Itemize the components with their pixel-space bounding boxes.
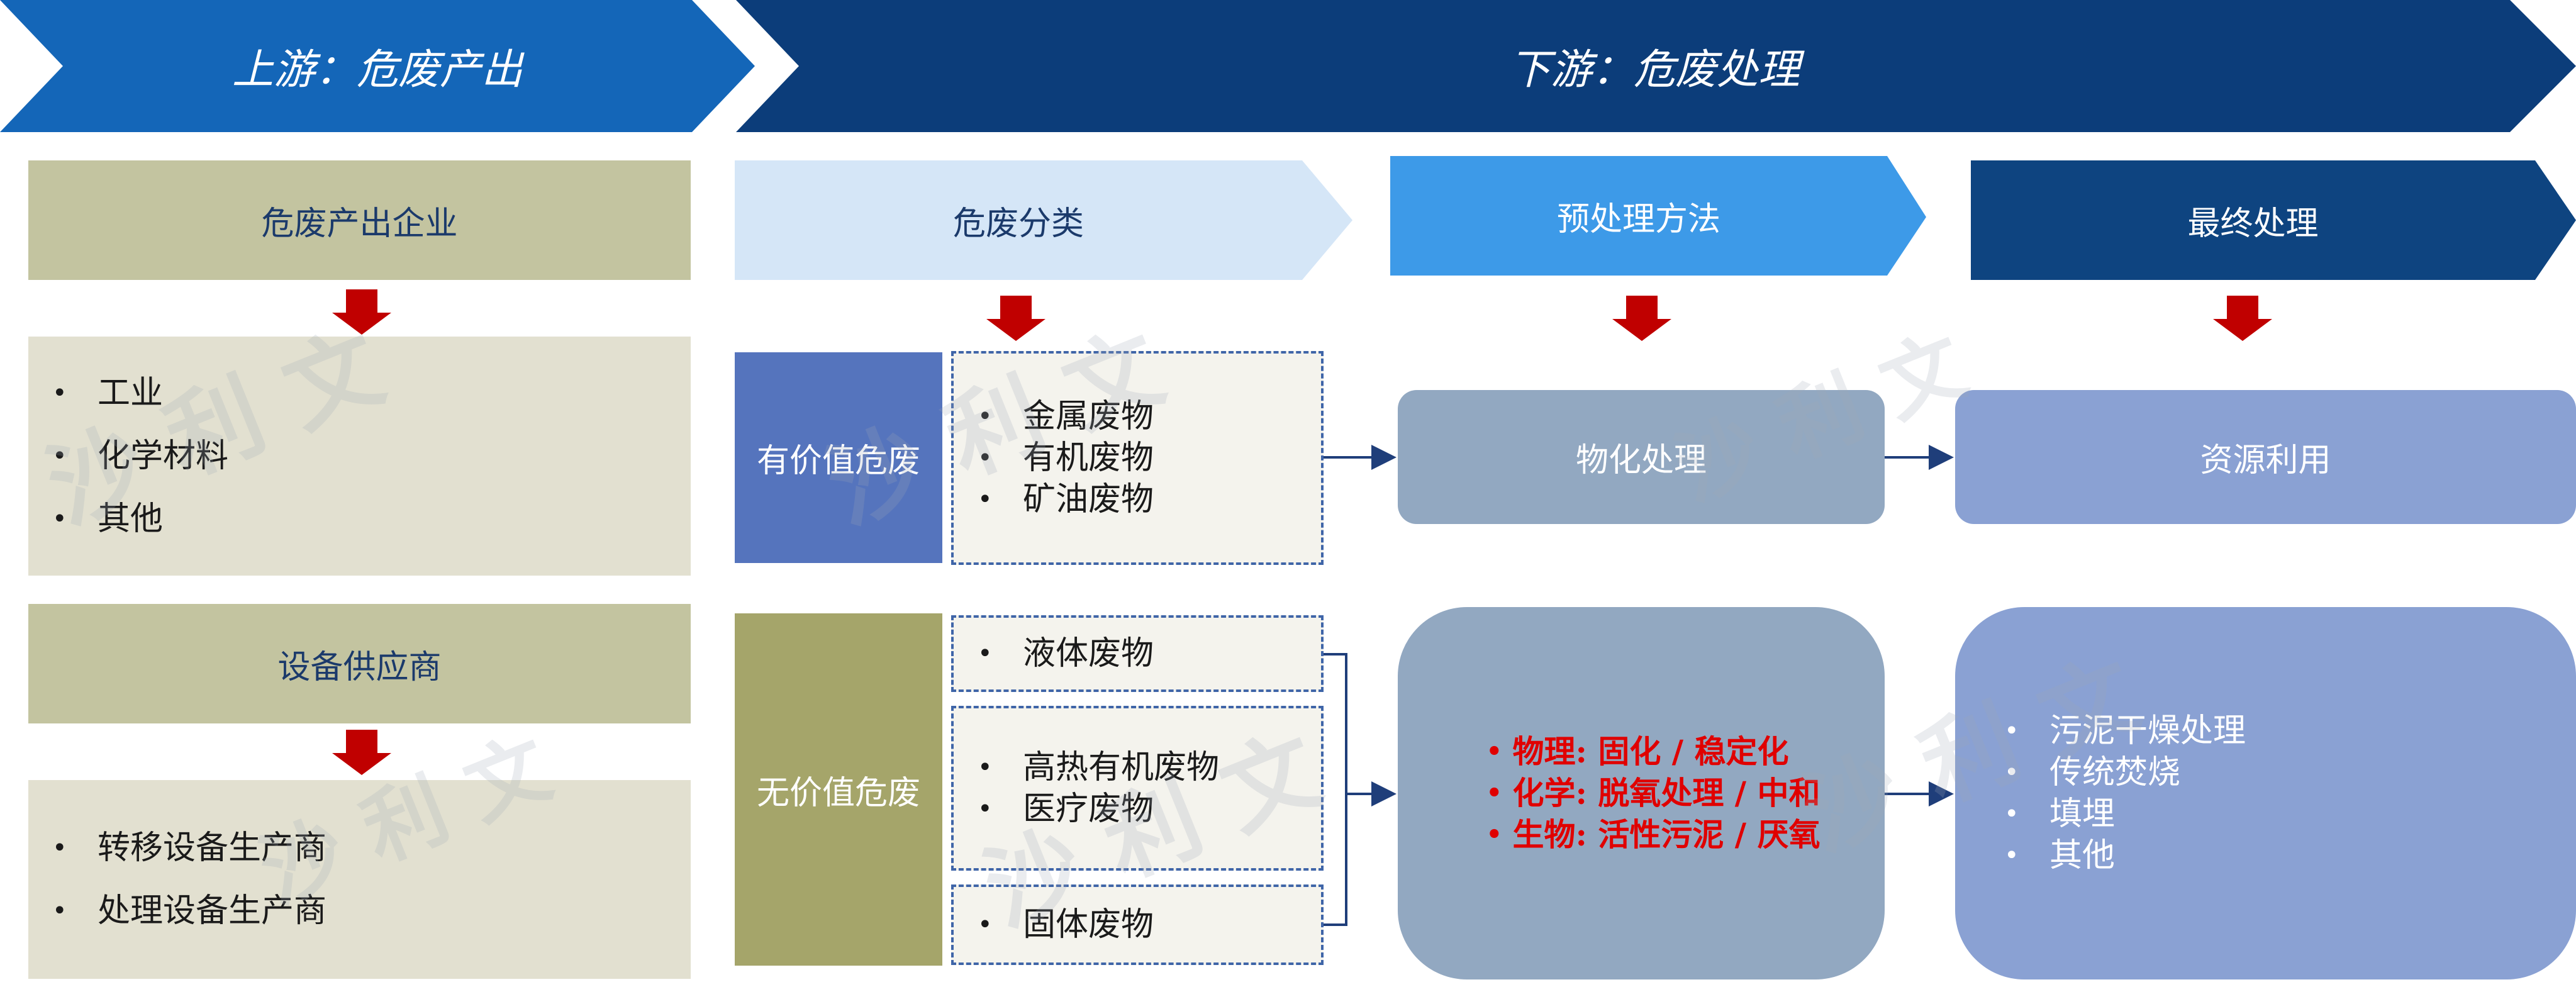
final-header-shape [1971, 160, 2576, 280]
high-heat-waste-box: 高热有机废物 医疗废物 [951, 706, 1324, 871]
pretreat-methods-box: 物理: 固化 / 稳定化 化学: 脱氧处理 / 中和 生物: 活性污泥 / 厌氧 [1398, 607, 1885, 979]
producers-list: 工业 化学材料 其他 [28, 362, 228, 550]
pretreat-header: 预处理方法 [1556, 200, 1720, 238]
list-item: 高热有机废物 [954, 747, 1219, 788]
upstream-banner [0, 0, 755, 132]
list-item: 工业 [28, 362, 228, 425]
list-item: 填埋 [1980, 793, 2246, 835]
final-treatment-list: 污泥干燥处理 传统焚烧 填埋 其他 [1980, 710, 2246, 876]
list-item: 其他 [28, 488, 228, 550]
high-heat-waste-list: 高热有机废物 医疗废物 [954, 747, 1219, 830]
red-arrow-suppliers [332, 730, 391, 775]
downstream-banner [736, 0, 2576, 132]
list-item: 有机废物 [954, 437, 1154, 479]
list-item: 转移设备生产商 [28, 817, 326, 879]
pretreat-methods-list: 物理: 固化 / 稳定化 化学: 脱氧处理 / 中和 生物: 活性污泥 / 厌氧 [1463, 731, 1820, 856]
list-item: 金属废物 [954, 396, 1154, 437]
resource-utilization-box: 资源利用 [1955, 390, 2576, 524]
valuable-waste-list-box: 金属废物 有机废物 矿油废物 [951, 351, 1324, 565]
red-arrow-classify [986, 296, 1045, 341]
classify-header-shape [735, 160, 1352, 280]
valuable-waste-label: 有价值危废 [735, 352, 942, 563]
downstream-banner-title: 下游：危废处理 [1509, 45, 1800, 94]
physchem-treatment-box: 物化处理 [1398, 390, 1885, 524]
list-item: 固体废物 [954, 904, 1154, 946]
list-item: 生物: 活性污泥 / 厌氧 [1463, 814, 1820, 856]
list-item: 污泥干燥处理 [1980, 710, 2246, 752]
nonvaluable-waste-label: 无价值危废 [735, 613, 942, 966]
red-arrow-producers [332, 289, 391, 335]
list-item: 传统焚烧 [1980, 752, 2246, 793]
list-item: 化学材料 [28, 425, 228, 488]
valuable-waste-list: 金属废物 有机废物 矿油废物 [954, 396, 1154, 520]
list-item: 矿油废物 [954, 479, 1154, 520]
list-item: 物理: 固化 / 稳定化 [1463, 731, 1820, 773]
bracket-nonvaluable [1324, 653, 1347, 926]
red-arrow-final [2213, 296, 2272, 341]
list-item: 液体废物 [954, 633, 1154, 674]
producers-list-box: 工业 化学材料 其他 [28, 337, 691, 576]
list-item: 其他 [1980, 835, 2246, 876]
suppliers-list: 转移设备生产商 处理设备生产商 [28, 817, 326, 942]
list-item: 处理设备生产商 [28, 879, 326, 942]
list-item: 化学: 脱氧处理 / 中和 [1463, 773, 1820, 814]
liquid-waste-box: 液体废物 [951, 615, 1324, 692]
list-item: 医疗废物 [954, 788, 1219, 830]
suppliers-header: 设备供应商 [28, 604, 691, 723]
classify-header: 危废分类 [952, 204, 1084, 243]
suppliers-list-box: 转移设备生产商 处理设备生产商 [28, 780, 691, 979]
final-treatment-box: 污泥干燥处理 传统焚烧 填埋 其他 [1955, 607, 2576, 979]
upstream-banner-title: 上游：危废产出 [232, 45, 523, 94]
solid-waste-box: 固体废物 [951, 884, 1324, 965]
red-arrow-pretreat [1612, 296, 1671, 341]
producers-header: 危废产出企业 [28, 160, 691, 280]
solid-waste-list: 固体废物 [954, 904, 1154, 946]
liquid-waste-list: 液体废物 [954, 633, 1154, 674]
final-header: 最终处理 [2187, 204, 2319, 243]
pretreat-header-shape [1390, 156, 1926, 276]
